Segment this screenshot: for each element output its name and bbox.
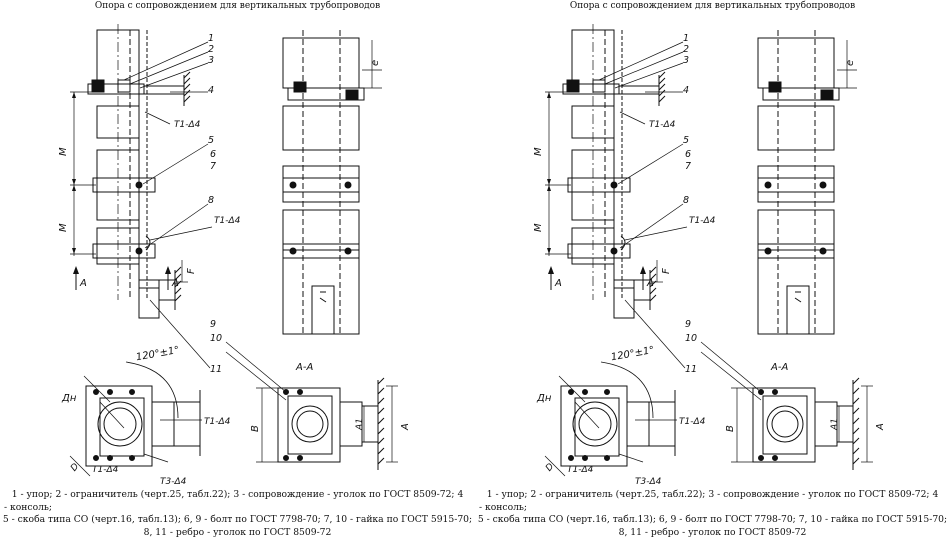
section-aa (700, 341, 873, 470)
callout-3: 3 (208, 55, 214, 66)
technical-drawing: 1 2 3 4 5 6 7 8 9 10 11 Т1-Δ4 Т1-Δ4 Т1-Δ… (533, 24, 886, 487)
callout-8: 8 (208, 195, 214, 206)
caption-line-3: 5 - скоба типа СО (черт.16, табл.13); 6,… (2, 514, 473, 526)
plan-view (69, 361, 202, 477)
front-view (545, 24, 688, 369)
caption-line-2: - консоль; (479, 501, 528, 513)
dim-d: D (69, 462, 81, 474)
caption-line-4: 8, 11 - ребро - уголок по ГОСТ 8509-72 (618, 526, 807, 538)
callout-2: 2 (208, 44, 214, 55)
callout-3: 3 (683, 55, 689, 66)
weld-label-5: Т3-Δ4 (635, 477, 662, 487)
caption-line-2: - консоль; (4, 501, 53, 513)
dim-a1: А1 (355, 418, 365, 431)
callout-1: 1 (683, 33, 689, 44)
callout-7: 7 (685, 161, 691, 172)
weld-label-3: Т1-Δ4 (679, 417, 706, 427)
dim-a1: А1 (830, 418, 840, 431)
section-title: А-А (770, 362, 788, 373)
callout-8: 8 (683, 195, 689, 206)
section-arrow-left: А (554, 278, 562, 289)
caption-line-1: 1 - упор; 2 - ограничитель (черт.25, таб… (11, 489, 464, 500)
side-view (757, 30, 857, 335)
dim-dn: Дн (61, 393, 77, 404)
callout-9: 9 (210, 319, 216, 330)
weld-label-2: Т1-Δ4 (689, 216, 716, 226)
section-aa (225, 341, 398, 470)
plan-view (544, 361, 677, 477)
weld-label-4: Т1-Δ4 (92, 465, 119, 475)
callout-10: 10 (210, 333, 222, 344)
weld-label-1: Т1-Δ4 (174, 120, 201, 130)
caption-line-1: 1 - упор; 2 - ограничитель (черт.25, таб… (486, 489, 939, 500)
callout-9: 9 (685, 319, 691, 330)
dim-e: е (370, 60, 381, 66)
weld-label-1: Т1-Δ4 (649, 120, 676, 130)
dim-m-upper: М (58, 147, 69, 156)
callout-6: 6 (685, 149, 691, 160)
dim-m-lower: М (58, 223, 69, 232)
weld-label-5: Т3-Δ4 (160, 477, 187, 487)
callout-2: 2 (683, 44, 689, 55)
dim-d: D (544, 462, 556, 474)
angle-label: 120°±1° (135, 345, 180, 363)
weld-label-4: Т1-Δ4 (567, 465, 594, 475)
callout-5: 5 (208, 135, 214, 146)
callout-11: 11 (210, 364, 222, 375)
weld-label-2: Т1-Δ4 (214, 216, 241, 226)
legend-caption: 1 - упор; 2 - ограничитель (черт.25, таб… (475, 489, 950, 539)
callout-10: 10 (685, 333, 697, 344)
section-arrow-right: А (171, 278, 179, 289)
dim-b: В (725, 425, 736, 432)
dim-e: е (845, 60, 856, 66)
section-arrow-right: А (646, 278, 654, 289)
legend-caption: 1 - упор; 2 - ограничитель (черт.25, таб… (0, 489, 475, 539)
dim-f: F (186, 268, 197, 274)
callout-1: 1 (208, 33, 214, 44)
technical-drawing: 1 2 3 4 5 6 7 8 9 10 11 Т1-Δ4 Т1-Δ4 Т1-Δ… (58, 24, 411, 487)
caption-line-3: 5 - скоба типа СО (черт.16, табл.13); 6,… (477, 514, 948, 526)
dim-m-upper: М (533, 147, 544, 156)
section-arrow-left: А (79, 278, 87, 289)
dim-a: А (875, 423, 886, 431)
callout-4: 4 (683, 85, 689, 96)
angle-label: 120°±1° (610, 345, 655, 363)
callout-5: 5 (683, 135, 689, 146)
drawing-panel-right: Опора с сопровождением для вертикальных … (475, 0, 950, 553)
dim-m-lower: М (533, 223, 544, 232)
dim-dn: Дн (536, 393, 552, 404)
section-title: А-А (295, 362, 313, 373)
dim-a: А (400, 423, 411, 431)
drawing-panel-left: Опора с сопровождением для вертикальных … (0, 1, 475, 539)
drawing-title: Опора с сопровождением для вертикальных … (94, 1, 381, 11)
dim-f: F (661, 268, 672, 274)
callout-11: 11 (685, 364, 697, 375)
callout-4: 4 (208, 85, 214, 96)
callout-7: 7 (210, 161, 216, 172)
callout-6: 6 (210, 149, 216, 160)
side-view (282, 30, 382, 335)
drawing-title: Опора с сопровождением для вертикальных … (569, 1, 856, 11)
dim-b: В (250, 425, 261, 432)
front-view (70, 24, 213, 369)
caption-line-4: 8, 11 - ребро - уголок по ГОСТ 8509-72 (143, 526, 332, 538)
weld-label-3: Т1-Δ4 (204, 417, 231, 427)
